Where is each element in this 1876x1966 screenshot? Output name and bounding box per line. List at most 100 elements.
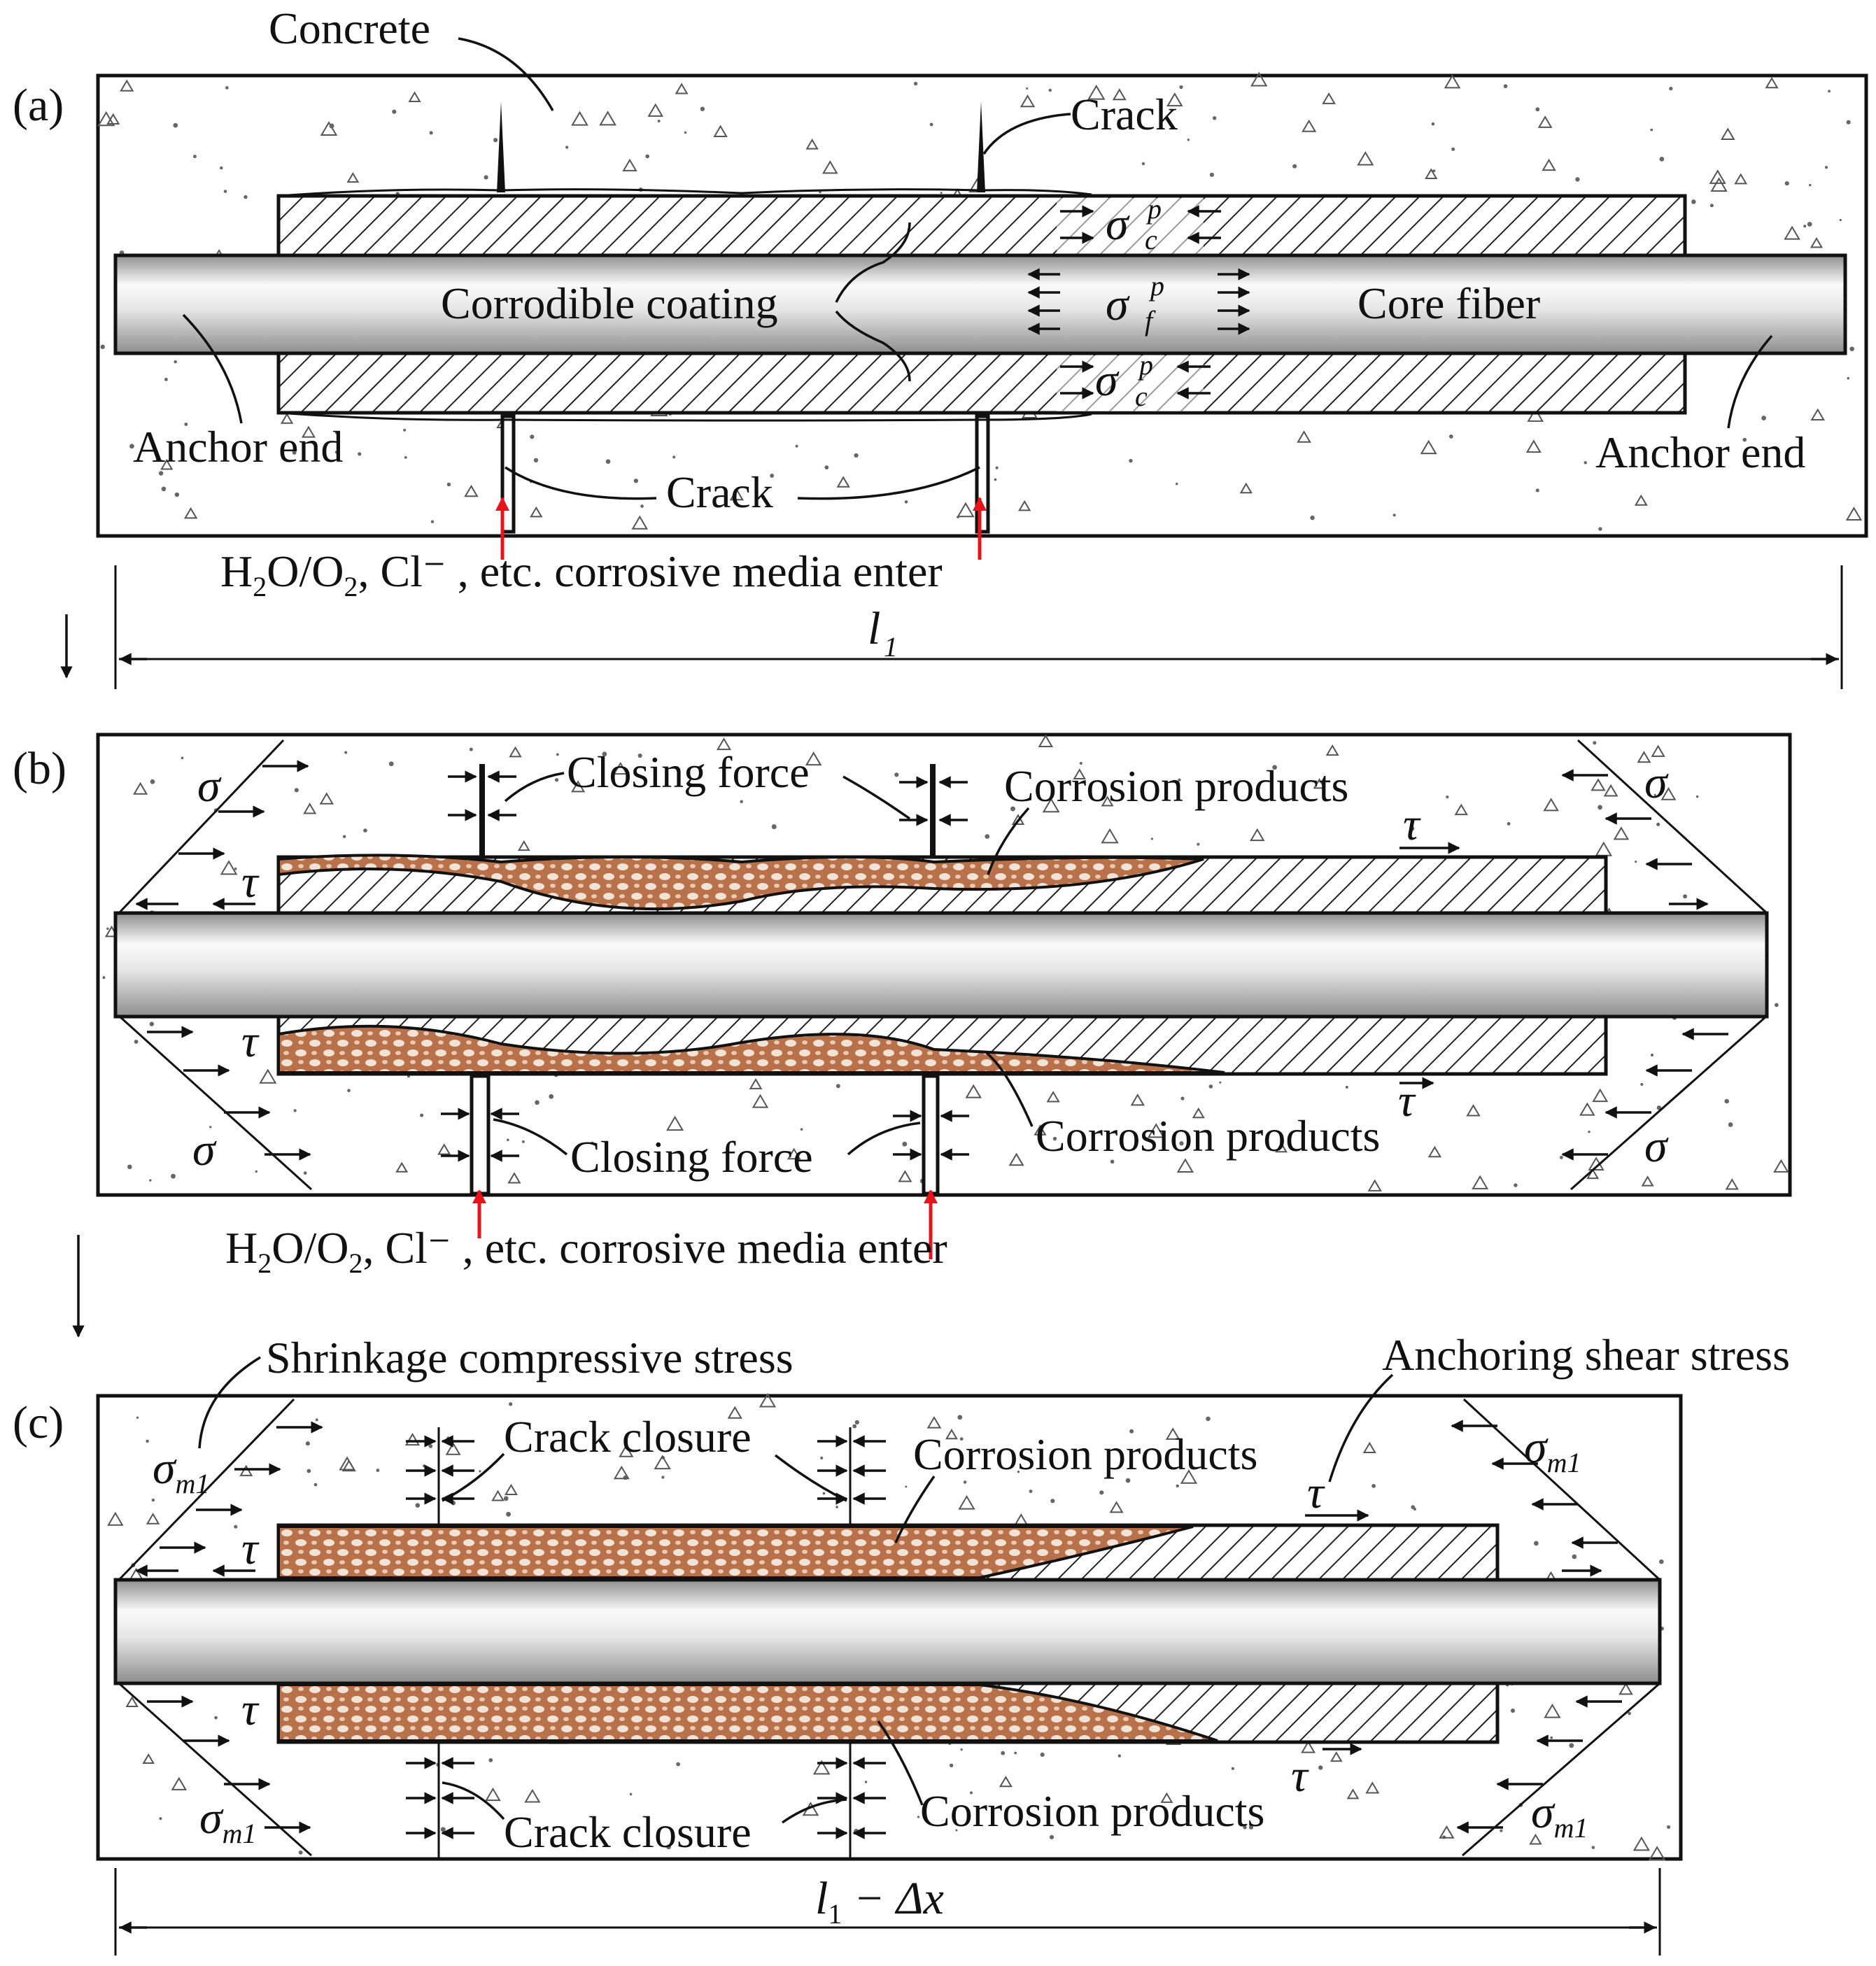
anchoring-leader [1328, 1373, 1394, 1483]
tau-c-right-top: τ [1307, 1467, 1325, 1518]
crack-b-top-1 [479, 764, 485, 856]
sigma-c-top-sub: c [1145, 224, 1157, 255]
closing-force-bottom-label: Closing force [570, 1132, 813, 1182]
stress-arrows-a [1027, 205, 1250, 399]
tau-b-left-bottom: τ [241, 1016, 260, 1067]
corrosion-products-top-c [277, 1525, 1194, 1579]
tau-c-left-top: τ [241, 1523, 260, 1574]
core-fiber-label: Core fiber [1357, 278, 1540, 328]
panel-b-label: (b) [13, 743, 66, 794]
core-fiber-b [113, 911, 1769, 1019]
anchor-left-leader [182, 313, 243, 424]
crack-b-bottom-1 [470, 1074, 491, 1196]
concrete-label: Concrete [269, 3, 430, 53]
sigma-c-bottom-sup: p [1137, 349, 1153, 381]
corrosion-products-top-label: Corrosion products [1004, 761, 1348, 811]
closing-top-leader-2 [842, 775, 911, 820]
corrosion-products-bottom-c-label: Corrosion products [920, 1786, 1264, 1836]
crack-b-bottom-2 [922, 1074, 940, 1196]
sigma-c-top-sup: p [1145, 193, 1162, 225]
sigma-b-tr: σ [1644, 757, 1669, 808]
chamfer-b-tr [1577, 739, 1768, 914]
closing-force-top-label: Closing force [567, 747, 810, 797]
crack-b-top-2 [930, 764, 936, 856]
tau-c-right-bottom: τ [1291, 1751, 1309, 1802]
concrete-leader [458, 37, 554, 111]
confining-arrows-b [135, 760, 1728, 1161]
chamfer-b-bl [118, 1014, 313, 1191]
closure-bottom-leader-1 [442, 1781, 505, 1820]
shrinkage-label: Shrinkage compressive stress [266, 1333, 794, 1382]
media-label-b: H2O/O2, Cl⁻ , etc. corrosive media enter [225, 1223, 947, 1279]
panel-c: (c) [13, 1330, 1790, 1956]
coating-stress-region-bottom [1057, 355, 1204, 411]
corrosion-products-bottom-label: Corrosion products [1036, 1111, 1380, 1161]
corrosion-products-top-c-label: Corrosion products [913, 1429, 1257, 1479]
anchoring-label: Anchoring shear stress [1382, 1330, 1790, 1380]
dim-l1dx-label: l1 − Δx [815, 1873, 944, 1930]
panel-c-label: (c) [13, 1397, 64, 1448]
closure-top-leader-1 [442, 1452, 505, 1502]
closing-force-arrows-b [441, 770, 969, 1162]
closure-bottom-leader-2 [781, 1798, 847, 1824]
products-top-c-leader [894, 1475, 936, 1543]
sigma-m1-tl: σm1 [153, 1443, 209, 1499]
sigma-c-top: σ [1106, 199, 1130, 250]
sigma-f: σ [1106, 279, 1130, 330]
panel-a-label: (a) [13, 80, 64, 131]
chamfer-c-tr [1462, 1398, 1661, 1581]
chamfer-c-tl [118, 1398, 295, 1581]
dim-l1-symbol: l [868, 603, 880, 654]
corrosion-products-bottom-c [277, 1683, 1218, 1742]
products-bottom-leader [985, 1052, 1034, 1127]
coating-stress-region-top [1057, 198, 1204, 254]
panel-a: (a) Concrete Crack Corrodible coating Co… [13, 3, 1868, 689]
coating-leader-bottom [835, 310, 911, 382]
crack-label-bottom: Crack [666, 467, 773, 517]
sigma-b-tl: σ [197, 761, 222, 812]
closing-bottom-leader-2 [847, 1122, 921, 1156]
shrinkage-leader [198, 1356, 261, 1449]
closing-top-leader-1 [504, 772, 565, 802]
tau-b-left-top: τ [241, 856, 260, 907]
anchor-end-right-label: Anchor end [1595, 427, 1805, 477]
crack-top-1 [497, 101, 505, 192]
products-bottom-c-leader [877, 1720, 924, 1806]
products-top-leader [987, 807, 1030, 875]
sigma-m1-bl: σm1 [199, 1792, 256, 1849]
corrosion-products-top-b [277, 854, 1204, 911]
coating-label: Corrodible coating [441, 278, 778, 328]
crack-closure-bottom-label: Crack closure [504, 1807, 752, 1857]
tau-b-right-bottom: τ [1398, 1075, 1416, 1126]
chamfer-b-br [1570, 1014, 1768, 1191]
sigma-m1-br: σm1 [1531, 1787, 1588, 1844]
core-fiber-a [113, 253, 1847, 355]
crack-label-top: Crack [1071, 90, 1178, 139]
sigma-b-bl: σ [192, 1124, 217, 1175]
tau-c-left-bottom: τ [241, 1684, 260, 1735]
sigma-m1-tr: σm1 [1524, 1422, 1581, 1478]
corrosion-products-bottom-b [277, 1024, 1225, 1074]
tau-b-right-top: τ [1403, 799, 1421, 850]
anchor-right-leader [1727, 334, 1773, 429]
chamfer-b-tl [118, 739, 285, 914]
sigma-f-sup: p [1148, 270, 1164, 302]
panel-b: (b) [13, 733, 1792, 1279]
crack-bottom-leader-1 [505, 466, 657, 500]
media-label-a: H2O/O2, Cl⁻ , etc. corrosive media enter [220, 546, 943, 602]
coating-leader-top [835, 222, 911, 303]
crack-top-leader [982, 113, 1071, 155]
crack-top-2 [977, 101, 985, 192]
closure-top-leader-2 [774, 1454, 847, 1502]
sigma-c-bottom-sub: c [1135, 381, 1148, 412]
dim-l1-sub: 1 [884, 631, 898, 663]
closing-bottom-leader-1 [493, 1118, 568, 1156]
anchor-end-left-label: Anchor end [133, 422, 343, 472]
sigma-b-br: σ [1644, 1121, 1669, 1172]
crack-closure-top-label: Crack closure [504, 1412, 752, 1462]
crack-bottom-leader-2 [797, 466, 980, 500]
core-fiber-c [113, 1578, 1662, 1685]
shrinkage-arrows-c [135, 1420, 1622, 1834]
sigma-c-bottom: σ [1095, 355, 1120, 406]
